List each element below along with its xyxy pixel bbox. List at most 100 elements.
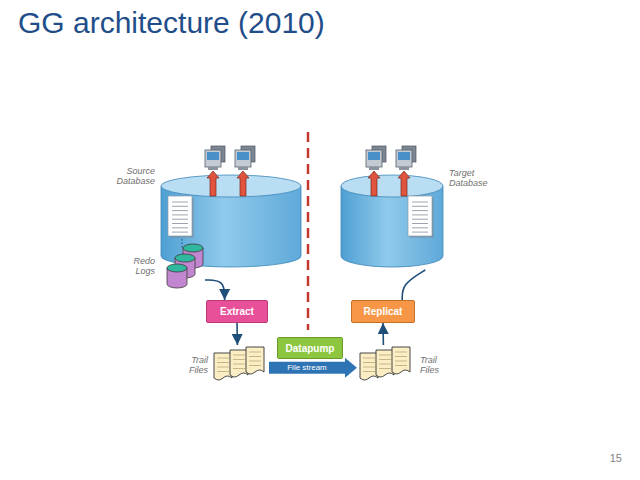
document-line (412, 202, 428, 203)
document-icon (168, 196, 192, 236)
document-line (412, 206, 428, 207)
trail-file-line (395, 356, 407, 357)
document-line (412, 214, 428, 215)
trail-file-line (233, 359, 245, 360)
data-arrow (207, 171, 219, 196)
node-caption: Redo Logs (121, 256, 155, 277)
node-caption: Source Database (109, 166, 155, 187)
node-shape (360, 345, 412, 383)
document-line (172, 202, 188, 203)
document-line (412, 232, 428, 233)
trail-file-page (392, 347, 410, 374)
server-screen (368, 152, 380, 160)
file-stream-arrow (269, 362, 345, 374)
trail-file-line (363, 362, 375, 363)
trail-file-line (217, 367, 229, 368)
cylinder-body (341, 186, 443, 267)
trail-file-line (217, 371, 229, 372)
log-top (167, 264, 187, 272)
trail-file-line (395, 365, 407, 366)
trail-file-line (395, 352, 407, 353)
replicat-box: Replicat (351, 300, 415, 323)
document-line (172, 219, 188, 220)
node-shape (214, 345, 266, 383)
document-line (172, 206, 188, 207)
server-base (208, 167, 218, 170)
cylinder-body (161, 186, 301, 267)
server-base (369, 167, 379, 170)
document-icon (408, 196, 432, 236)
node-caption: Target Database (449, 168, 495, 189)
server-base (399, 167, 409, 170)
document-line (412, 227, 428, 228)
database-cylinder: Source Database (160, 146, 302, 270)
slide-title: GG architecture (2010) (18, 6, 325, 40)
trail-file-line (395, 361, 407, 362)
server-screen (398, 152, 410, 160)
trail-file-line (379, 355, 391, 356)
log-top (183, 244, 203, 252)
document-line (172, 214, 188, 215)
trail-file-page (376, 350, 394, 377)
node-shape (165, 244, 205, 292)
cylinder-top (341, 175, 443, 197)
cylinder-top (161, 175, 301, 197)
trail-file-page (360, 353, 378, 380)
box-label: Extract (220, 306, 254, 317)
node-shape (160, 146, 302, 270)
document-line (172, 223, 188, 224)
node-shape (340, 146, 444, 270)
document-line (172, 232, 188, 233)
document-line (412, 210, 428, 211)
database-cylinder: Target Database (340, 146, 444, 270)
trail-file-page (230, 350, 248, 377)
document-line (172, 227, 188, 228)
server-icon (396, 150, 412, 167)
trail-file-line (233, 368, 245, 369)
trail-file-line (379, 364, 391, 365)
box-label: Replicat (364, 306, 403, 317)
trail-file-line (217, 358, 229, 359)
trail-file-line (379, 368, 391, 369)
box-label: Datapump (286, 343, 335, 354)
trail-file-line (249, 361, 261, 362)
extract-box: Extract (206, 300, 268, 323)
flow-connector (205, 280, 225, 300)
divider-line (307, 132, 310, 330)
server-icon (366, 150, 382, 167)
server-icon (205, 150, 221, 167)
document-line (412, 219, 428, 220)
flow-connector (382, 323, 384, 345)
trail-file-line (249, 365, 261, 366)
trail-file-line (233, 355, 245, 356)
edge-label: File stream (285, 363, 329, 373)
page-number: 15 (610, 452, 622, 464)
trail-file-line (217, 362, 229, 363)
server-screen (237, 152, 249, 160)
dotted-link (181, 239, 183, 248)
flow-connector (402, 270, 425, 300)
trail-file-line (363, 371, 375, 372)
trail-file-line (249, 352, 261, 353)
trail-file-line (379, 359, 391, 360)
trail-files: Trail Files (360, 345, 412, 383)
server-icon (235, 150, 251, 167)
data-arrow (368, 171, 380, 196)
trail-file-line (363, 358, 375, 359)
node-caption: Trail Files (174, 355, 208, 376)
data-arrow (237, 171, 249, 196)
server-screen (207, 152, 219, 160)
trail-file-line (249, 356, 261, 357)
flow-connector (236, 323, 238, 345)
document-line (412, 223, 428, 224)
datapump-box: Datapump (277, 337, 343, 359)
trail-file-line (363, 367, 375, 368)
trail-file-line (233, 364, 245, 365)
trail-files: Trail Files (214, 345, 266, 383)
trail-file-page (214, 353, 232, 380)
log-top (175, 254, 195, 262)
